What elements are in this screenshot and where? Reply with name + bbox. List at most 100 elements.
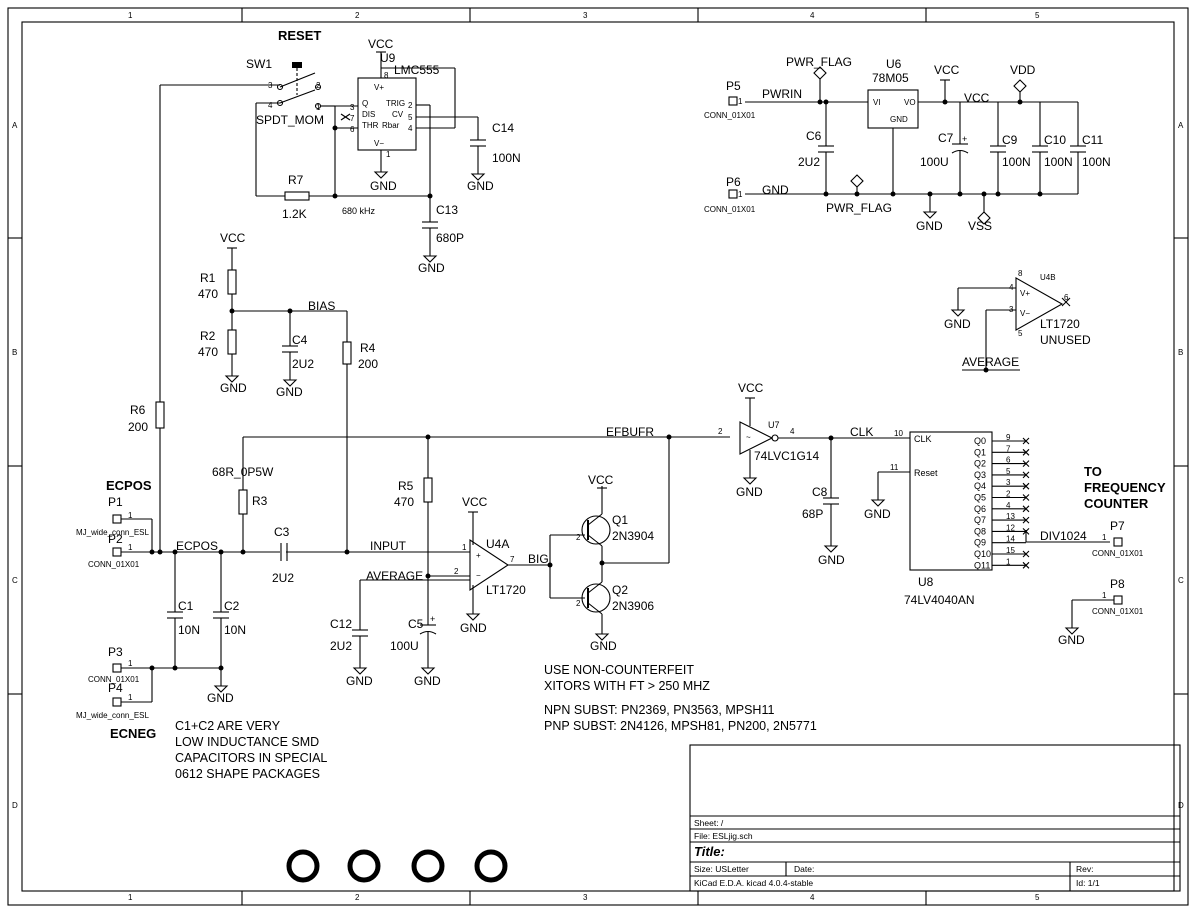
svg-text:6: 6 [1064, 293, 1069, 302]
svg-text:1: 1 [738, 97, 743, 106]
no-connect-icon [1022, 437, 1030, 445]
u4a-comparator: R5 470 AVERAGE C12 2U2 GND C5 + 100U GND… [330, 437, 550, 688]
r2-ref: R2 [200, 329, 216, 343]
tb-kicad: KiCad E.D.A. kicad 4.0.4-stable [694, 878, 813, 888]
note-npn: NPN SUBST: PN2369, PN3563, MPSH11 [544, 703, 774, 717]
p7-ref: P7 [1110, 519, 1125, 533]
input-net-label: INPUT [370, 539, 407, 553]
u4a-value: LT1720 [486, 583, 526, 597]
c14-ref: C14 [492, 121, 514, 135]
p1-pin [112, 514, 122, 524]
col-label-4-bottom: 4 [810, 893, 815, 902]
note-xitor-line2: XITORS WITH FT > 250 MHZ [544, 679, 710, 693]
col-label-3-bottom: 3 [583, 893, 588, 902]
p1-ref: P1 [108, 495, 123, 509]
u7-vcc-label: VCC [738, 381, 764, 395]
u4b-average-label: AVERAGE [962, 355, 1019, 369]
pwr-flag-top-label: PWR_FLAG [786, 55, 852, 69]
svg-text:VI: VI [873, 98, 881, 107]
emitter-follower: VCC Q1 2N3904 2 GND Q2 2N3906 2 USE NON-… [544, 473, 817, 733]
u7-value: 74LVC1G14 [754, 449, 819, 463]
p6-value: CONN_01X01 [704, 205, 756, 214]
u8-pin-number: 3 [1006, 478, 1011, 487]
c2-ref: C2 [224, 599, 240, 613]
svg-text:2: 2 [718, 427, 723, 436]
u8-pin-q11: Q11 [974, 560, 990, 570]
svg-text:2: 2 [576, 599, 581, 608]
big-net-label: BIG [528, 552, 549, 566]
q1-vcc-label: VCC [588, 473, 614, 487]
tb-title: Title: [694, 844, 725, 859]
c13-ref: C13 [436, 203, 458, 217]
u8-pin-number: 6 [1006, 456, 1011, 465]
u9-vcc-label: VCC [368, 37, 394, 51]
u8-ref: U8 [918, 575, 934, 589]
svg-text:V+: V+ [374, 83, 384, 92]
p4-pin [112, 697, 122, 707]
u8-pin-q7: Q7 [974, 515, 986, 525]
svg-text:1: 1 [128, 659, 133, 668]
efbufr-net-label: EFBUFR [606, 425, 654, 439]
col-label-4: 4 [810, 11, 815, 20]
u8-pin-q3: Q3 [974, 470, 986, 480]
u8-clk-pin: CLK [914, 434, 932, 444]
svg-text:8: 8 [1018, 269, 1023, 278]
u4a-ref: U4A [486, 537, 509, 551]
c1-value: 10N [178, 623, 200, 637]
row-label-c-right: C [1178, 576, 1184, 585]
c12-value: 2U2 [330, 639, 352, 653]
r3-ref: R3 [252, 494, 268, 508]
title-block: Sheet: / File: ESLjig.sch Title: Size: U… [689, 744, 1181, 892]
bias-network: VCC R1 470 R2 470 GND BIAS C4 2U2 GND R4… [198, 231, 378, 552]
q1-symbol [581, 515, 611, 545]
u8-pin-number: 9 [1006, 433, 1011, 442]
svg-text:CV: CV [392, 110, 404, 119]
no-connect-icon [1022, 550, 1030, 558]
p7-pin [1113, 537, 1123, 547]
svg-text:Q: Q [362, 99, 368, 108]
p5-pin [728, 96, 738, 106]
row-label-d-right: D [1178, 801, 1184, 810]
r7-value: 1.2K [282, 207, 307, 221]
c5-ref: C5 [408, 617, 424, 631]
c13-value: 680P [436, 231, 464, 245]
p4-ref: P4 [108, 681, 123, 695]
no-connect-icon [1022, 460, 1030, 467]
c9-ref: C9 [1002, 133, 1018, 147]
r7-symbol [284, 191, 310, 201]
svg-text:V+: V+ [1020, 289, 1030, 298]
tb-id: Id: 1/1 [1076, 878, 1100, 888]
u8-body [909, 431, 993, 571]
r1-value: 470 [198, 287, 218, 301]
mounting-hole-3 [411, 849, 445, 883]
to-freq-line2: FREQUENCY [1084, 480, 1166, 495]
c11-value: 100N [1082, 155, 1111, 169]
svg-text:1: 1 [462, 543, 467, 552]
row-label-a: A [12, 121, 18, 130]
svg-text:1: 1 [128, 543, 133, 552]
c10-value: 100N [1044, 155, 1073, 169]
r6-value: 200 [128, 420, 148, 434]
no-connect-icon [1022, 516, 1030, 524]
row-label-c: C [12, 576, 18, 585]
svg-text:V−: V− [1020, 309, 1030, 318]
svg-text:5: 5 [1018, 329, 1023, 338]
u4b-unused: U4B LT1720 UNUSED V+ V− 4 3 6 8 5 GND AV… [944, 269, 1091, 373]
c7-ref: C7 [938, 131, 954, 145]
u8-pin-q5: Q5 [974, 493, 986, 503]
tb-file: File: ESLjig.sch [694, 831, 753, 841]
c11-ref: C11 [1082, 133, 1103, 147]
vss-label: VSS [968, 219, 992, 233]
svg-text:GND: GND [890, 115, 908, 124]
svg-text:1: 1 [128, 693, 133, 702]
u8-pin-q10: Q10 [974, 549, 991, 559]
u8-value: 74LV4040AN [904, 593, 975, 607]
tb-date: Date: [794, 864, 814, 874]
svg-text:4: 4 [790, 427, 795, 436]
c1-ref: C1 [178, 599, 194, 613]
no-connect-icon [1022, 448, 1030, 456]
r3-symbol [238, 489, 248, 515]
osc-frequency: 680 kHz [342, 206, 376, 216]
svg-text:2: 2 [408, 101, 413, 110]
